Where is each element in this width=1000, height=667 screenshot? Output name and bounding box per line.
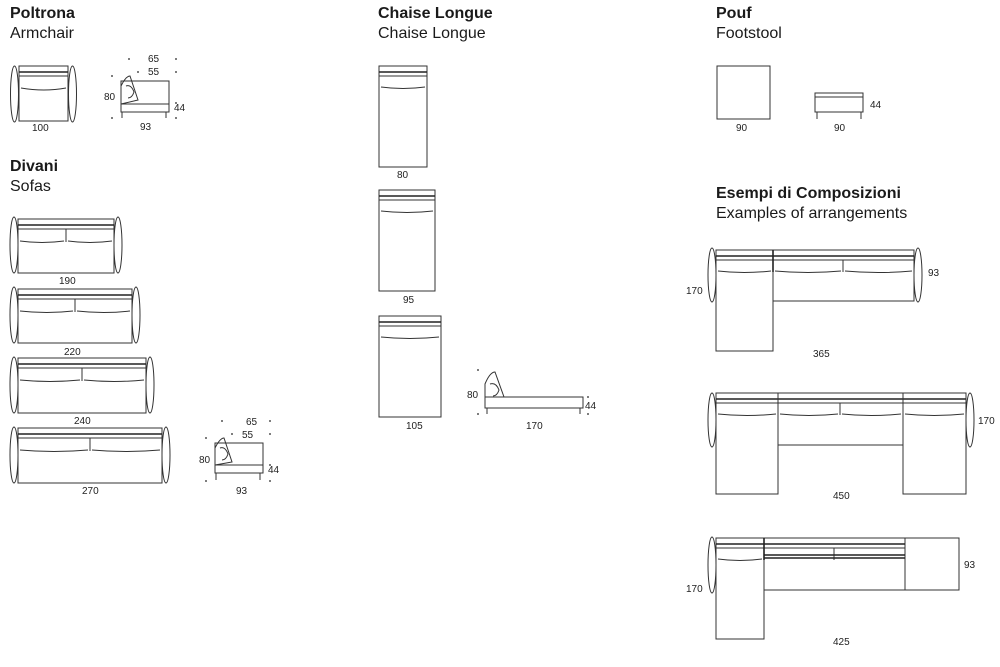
armchair-height-label: 80 xyxy=(104,92,116,103)
sofas-title: Divani xyxy=(10,158,59,175)
sofa-plan-220-drawing xyxy=(9,286,141,344)
chaise-plan-105-drawing xyxy=(378,315,442,418)
sofa-plan-270-drawing xyxy=(9,426,171,484)
sofa-plan-190-drawing xyxy=(9,216,123,274)
pouf-height-label: 44 xyxy=(870,100,882,111)
sofa-side-drawing xyxy=(205,420,271,482)
example-1-depth-left-label: 170 xyxy=(686,286,703,297)
example-2-drawing xyxy=(707,392,975,495)
sofa-side-width-label: 93 xyxy=(236,486,248,497)
chaise-plan-95-drawing xyxy=(378,189,436,292)
example-1-depth-right-label: 93 xyxy=(928,268,940,279)
pouf-plan-width-label: 90 xyxy=(736,123,748,134)
chaise-plan-80-drawing xyxy=(378,65,428,168)
examples-subtitle: Examples of arrangements xyxy=(716,205,908,222)
pouf-side-drawing xyxy=(814,92,864,119)
sofas-subtitle: Sofas xyxy=(10,178,51,195)
example-3-depth-right-label: 93 xyxy=(964,560,976,571)
chaise-side-length-label: 170 xyxy=(526,421,543,432)
armchair-plan-width-label: 100 xyxy=(32,123,49,134)
chaise-width-label-105: 105 xyxy=(406,421,423,432)
example-3-width-label: 425 xyxy=(833,637,850,648)
example-3-drawing xyxy=(707,536,960,640)
chaise-subtitle: Chaise Longue xyxy=(378,25,486,42)
example-1-drawing xyxy=(707,247,923,352)
sofa-seat-height-label: 44 xyxy=(268,465,280,476)
armchair-title: Poltrona xyxy=(10,5,75,22)
chaise-width-label-95: 95 xyxy=(403,295,415,306)
pouf-title: Pouf xyxy=(716,5,752,22)
armchair-seat-height-label: 44 xyxy=(174,103,186,114)
sofa-total-depth-label: 65 xyxy=(246,417,258,428)
pouf-side-width-label: 90 xyxy=(834,123,846,134)
chaise-side-drawing xyxy=(477,369,589,415)
armchair-seat-depth-label: 55 xyxy=(148,67,160,78)
sofa-width-label-220: 220 xyxy=(64,347,81,358)
sofa-plan-240-drawing xyxy=(9,356,155,414)
armchair-side-drawing xyxy=(111,58,177,119)
sofa-seat-depth-label: 55 xyxy=(242,430,254,441)
armchair-side-width-label: 93 xyxy=(140,122,152,133)
example-2-width-label: 450 xyxy=(833,491,850,502)
sofa-height-label: 80 xyxy=(199,455,211,466)
chaise-seat-height-label: 44 xyxy=(585,401,597,412)
sofa-width-label-270: 270 xyxy=(82,486,99,497)
chaise-title: Chaise Longue xyxy=(378,5,493,22)
armchair-plan-drawing xyxy=(10,65,77,123)
example-2-depth-right-label: 170 xyxy=(978,416,995,427)
pouf-plan-drawing xyxy=(716,65,771,120)
sofa-width-label-190: 190 xyxy=(59,276,76,287)
sofa-width-label-240: 240 xyxy=(74,416,91,427)
armchair-total-depth-label: 65 xyxy=(148,54,160,65)
chaise-width-label-80: 80 xyxy=(397,170,409,181)
example-3-depth-left-label: 170 xyxy=(686,584,703,595)
armchair-subtitle: Armchair xyxy=(10,25,75,42)
example-1-width-label: 365 xyxy=(813,349,830,360)
chaise-height-label: 80 xyxy=(467,390,479,401)
examples-title: Esempi di Composizioni xyxy=(716,185,901,202)
pouf-subtitle: Footstool xyxy=(716,25,782,42)
